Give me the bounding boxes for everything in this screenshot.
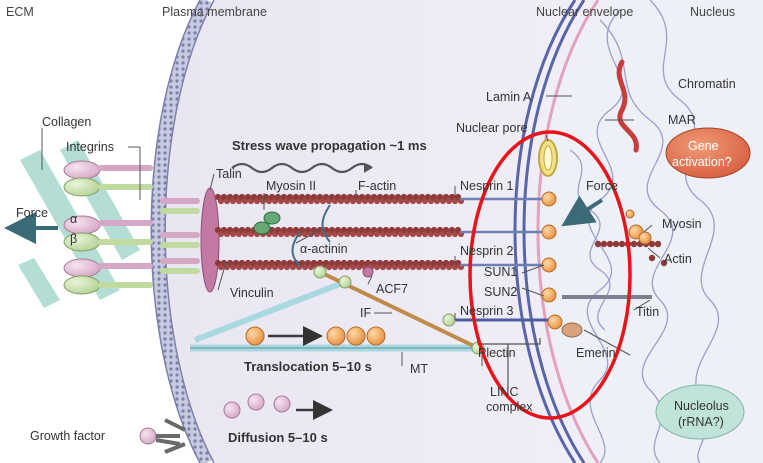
stress-wave-squiggle [231, 162, 373, 174]
sun-proteins [313, 191, 563, 355]
actin-filaments [214, 193, 668, 271]
header-nuclear-envelope: Nuclear envelope [536, 5, 633, 19]
plasma-membrane [151, 0, 214, 463]
label-nesprin2: Nesprin 2 [460, 244, 514, 258]
label-stress-wave: Stress wave propagation ~1 ms [232, 138, 427, 153]
nuclear-actin-bead [606, 240, 614, 248]
nuclear-envelope-inner [522, 0, 586, 463]
label-titin: Titin [636, 305, 659, 319]
intermediate-filament [193, 279, 347, 343]
label-f-actin: F-actin [358, 179, 396, 193]
nuclear-actin-myosin [625, 209, 652, 245]
mar-chromatin-loop [616, 59, 639, 153]
label-nesprin3: Nesprin 3 [460, 304, 514, 318]
label-integrins: Integrins [66, 140, 114, 154]
header-nucleus: Nucleus [690, 5, 735, 19]
highlight-ring [468, 130, 632, 420]
label-nesprin1: Nesprin 1 [460, 179, 514, 193]
nuclear-actin-bead [654, 240, 662, 248]
diffusion-particles [223, 393, 291, 419]
nuclear-actin-bead [612, 240, 620, 248]
nuclear-actin-bead [648, 254, 656, 262]
label-alpha: α [70, 212, 77, 226]
header-plasma-membrane: Plasma membrane [162, 5, 267, 19]
label-vinculin: Vinculin [230, 286, 274, 300]
force-arrow-nuclear [561, 195, 604, 227]
label-nuclear-pore: Nuclear pore [456, 121, 528, 135]
label-myosin-ii: Myosin II [266, 179, 316, 193]
label-plectin: Plectin [478, 346, 516, 360]
nuclear-lamina [536, 0, 600, 463]
label-gene-line1: Gene [688, 139, 719, 153]
nuclear-actin-bead [660, 259, 668, 267]
translocation-particles [245, 326, 386, 346]
label-emerin: Emerin [576, 346, 616, 360]
nuclear-actin-bead [594, 240, 602, 248]
leader-lines [41, 95, 661, 366]
label-mar: MAR [668, 113, 696, 127]
label-lamin-a: Lamin A [486, 90, 532, 104]
label-myosin: Myosin [662, 217, 702, 231]
label-sun1: SUN1 [484, 265, 517, 279]
label-alpha-actinin: α-actinin [300, 242, 348, 256]
label-force-left: Force [16, 206, 48, 220]
label-beta: β [70, 232, 77, 246]
label-gene-line2: activation? [672, 155, 732, 169]
label-force-right: Force [586, 179, 618, 193]
label-mt: MT [410, 362, 428, 376]
emerin-protein [561, 322, 583, 338]
label-nucleolus-line2: (rRNA?) [678, 415, 724, 429]
nuclear-actin-bead [600, 240, 608, 248]
growth-factor-receptor [139, 418, 186, 454]
label-if: IF [360, 306, 371, 320]
nuclear-actin-bead [630, 240, 638, 248]
label-collagen: Collagen [42, 115, 91, 129]
label-complex: complex [486, 400, 533, 414]
talin-plaque [200, 187, 220, 293]
myosin-ii [253, 211, 281, 235]
label-acf7: ACF7 [376, 282, 408, 296]
label-chromatin: Chromatin [678, 77, 736, 91]
label-actin: Actin [664, 252, 692, 266]
label-linc: LINC [490, 385, 518, 399]
label-sun2: SUN2 [484, 285, 517, 299]
nuclear-envelope-outer [513, 0, 577, 463]
label-growth-factor: Growth factor [30, 429, 105, 443]
label-talin: Talin [216, 167, 242, 181]
label-nucleolus-line1: Nucleolus [674, 399, 729, 413]
label-translocation: Translocation 5–10 s [244, 359, 372, 374]
nuclear-actin-bead [618, 240, 626, 248]
alpha-actinin-crosslinks [291, 204, 331, 267]
gene-activation-bubble [665, 127, 751, 179]
label-diffusion: Diffusion 5–10 s [228, 430, 328, 445]
integrin-receptors [63, 160, 200, 295]
header-ecm: ECM [6, 5, 34, 19]
nucleolus-bubble [655, 384, 745, 440]
nuclear-actin-bead [648, 240, 656, 248]
